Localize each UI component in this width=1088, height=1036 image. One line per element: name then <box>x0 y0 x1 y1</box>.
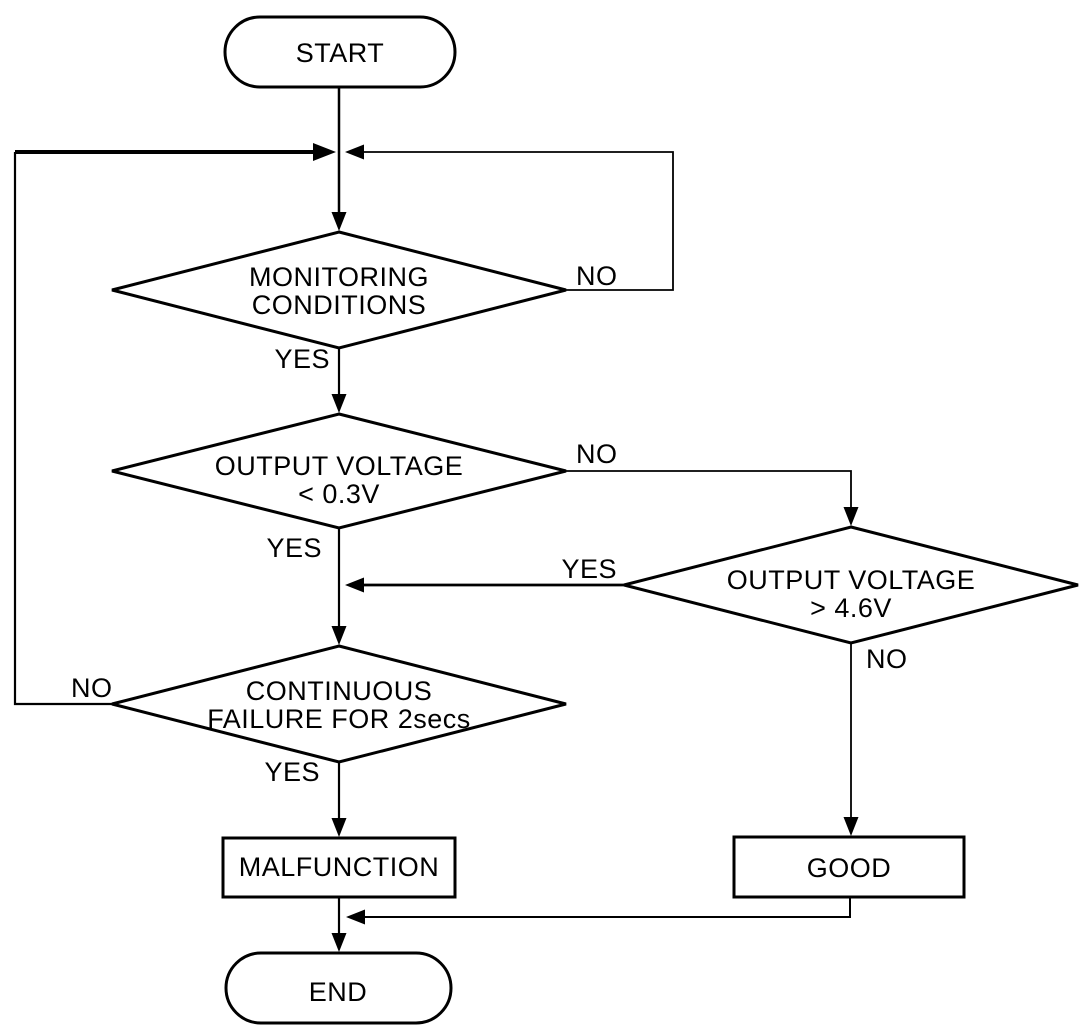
output-voltage-high-shape <box>623 525 1079 645</box>
end-shape <box>224 951 453 1025</box>
malfunction-shape <box>221 836 457 899</box>
edge-monitoring-yes <box>331 348 347 413</box>
node-output-voltage-low: OUTPUT VOLTAGE< 0.3V <box>111 412 567 530</box>
edge-start-to-monitoring <box>331 87 347 231</box>
contfail-yes-label: YES <box>264 757 320 787</box>
arrowhead-out03-yes <box>331 626 347 645</box>
arrowhead-start-to-monitoring <box>331 212 347 231</box>
arrowhead-out03-no <box>843 507 859 526</box>
edge-out03-no <box>566 470 859 526</box>
arrowhead-malfunction-to-end <box>331 933 347 952</box>
monitoring-no-label: NO <box>576 261 618 291</box>
good-shape <box>732 835 966 899</box>
node-good: GOOD <box>732 835 966 899</box>
out46-no-label: NO <box>866 644 908 674</box>
output-voltage-low-shape <box>111 412 567 530</box>
out03-yes-label: YES <box>266 533 322 563</box>
node-end: END <box>224 951 453 1025</box>
edge-loop-return <box>15 143 336 161</box>
end-text-0: END <box>309 977 368 1007</box>
arrowhead-monitoring-no-loop <box>345 144 364 160</box>
monitoring-conditions-text-0: MONITORING <box>249 262 429 292</box>
monitoring-conditions-shape <box>111 230 567 350</box>
continuous-failure-text-1: FAILURE FOR 2secs <box>207 704 471 734</box>
output-voltage-low-text-0: OUTPUT VOLTAGE <box>215 451 464 481</box>
out03-no-label: NO <box>576 439 618 469</box>
connector-contfail-no-loop <box>13 152 112 706</box>
good-text-0: GOOD <box>807 853 892 883</box>
arrowhead-out46-no <box>843 817 859 836</box>
continuous-failure-text-0: CONTINUOUS <box>246 676 433 706</box>
edge-out46-yes <box>345 577 624 593</box>
start-shape <box>223 15 457 89</box>
connector-out03-no <box>566 470 852 510</box>
arrowhead-monitoring-yes <box>331 394 347 413</box>
continuous-failure-shape <box>111 644 567 764</box>
start-text-0: START <box>296 38 385 68</box>
monitoring-yes-label: YES <box>274 344 330 374</box>
edge-out46-no <box>843 643 859 836</box>
monitoring-conditions-text-1: CONDITIONS <box>252 290 427 320</box>
arrowhead-contfail-yes <box>331 818 347 837</box>
connector-good-join <box>362 897 851 918</box>
edge-good-join <box>346 897 851 925</box>
output-voltage-low-text-1: < 0.3V <box>298 479 380 509</box>
node-malfunction: MALFUNCTION <box>221 836 457 899</box>
edge-monitoring-no-loop <box>345 144 674 291</box>
malfunction-text-0: MALFUNCTION <box>239 852 440 882</box>
node-start: START <box>223 15 457 89</box>
edge-contfail-no-loop <box>13 152 112 706</box>
output-voltage-high-text-0: OUTPUT VOLTAGE <box>727 565 976 595</box>
contfail-no-label: NO <box>71 673 113 703</box>
arrowhead-out46-yes <box>345 577 364 593</box>
edge-malfunction-to-end <box>331 897 347 952</box>
out46-yes-label: YES <box>561 554 617 584</box>
connector-monitoring-no-loop <box>361 151 674 291</box>
arrowhead-loop-return <box>313 143 336 161</box>
edge-out03-yes <box>331 528 347 645</box>
node-output-voltage-high: OUTPUT VOLTAGE> 4.6V <box>623 525 1079 645</box>
arrowhead-good-join <box>346 909 365 925</box>
output-voltage-high-text-1: > 4.6V <box>810 593 892 623</box>
edge-contfail-yes <box>331 762 347 837</box>
